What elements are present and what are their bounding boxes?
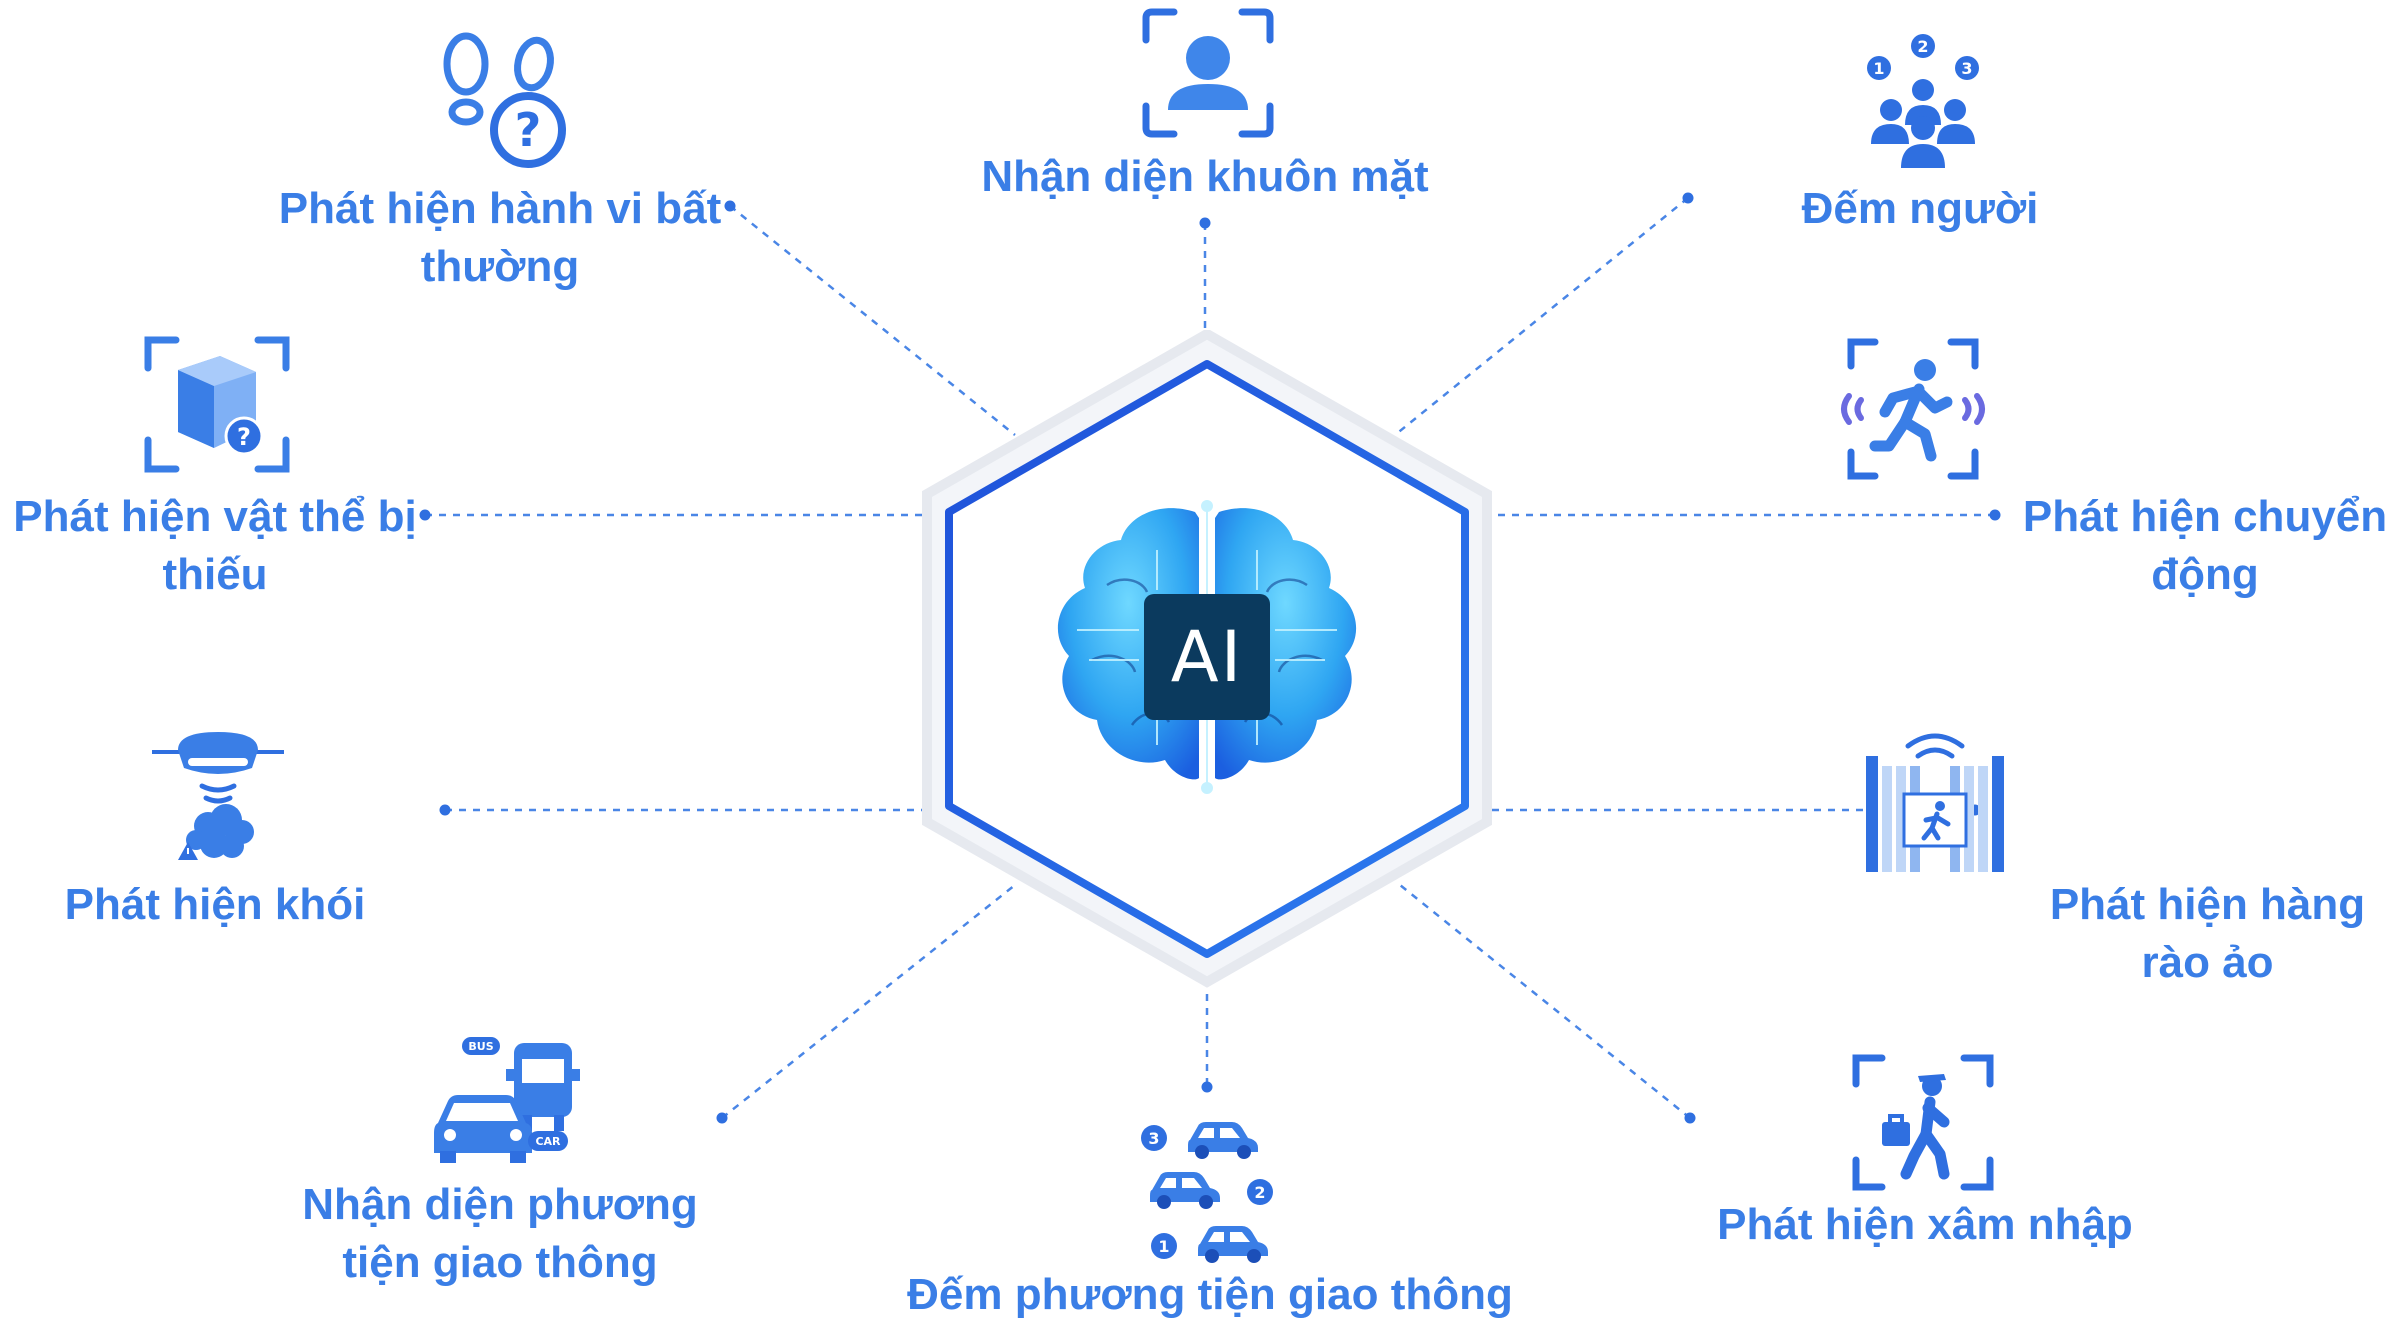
connector-dot bbox=[716, 1112, 728, 1124]
label-intrusion: Phát hiện xâm nhập bbox=[1717, 1200, 2133, 1249]
connector-dot bbox=[1989, 509, 2001, 521]
motion-detection-icon bbox=[1841, 338, 1985, 480]
intrusion-icon bbox=[1852, 1054, 1994, 1191]
vehicle-recognition-icon: BUS CAR bbox=[434, 1037, 580, 1163]
label-vehicle-count: Đếm phương tiện giao thông bbox=[907, 1270, 1513, 1319]
connector-dot bbox=[419, 509, 431, 521]
label-people-count: Đếm người bbox=[1801, 184, 2039, 233]
connector-intrusion bbox=[1399, 884, 1691, 1119]
connector-dot bbox=[724, 200, 736, 212]
label-smoke: Phát hiện khói bbox=[64, 880, 366, 929]
missing-object-icon: ? bbox=[144, 336, 290, 473]
vehicle-count-icon: 3 2 1 bbox=[1141, 1122, 1273, 1263]
car-tag: CAR bbox=[535, 1135, 561, 1148]
label-missing-object: Phát hiện vật thể bị thiếu bbox=[13, 492, 417, 599]
abnormal-behavior-icon: ? bbox=[443, 32, 566, 168]
badge-1: 1 bbox=[1158, 1237, 1169, 1256]
connector-behavior bbox=[729, 205, 1016, 436]
connector-vehicle bbox=[721, 884, 1016, 1119]
label-face-recognition: Nhận diện khuôn mặt bbox=[981, 152, 1429, 201]
bus-tag: BUS bbox=[468, 1040, 493, 1053]
people-count-icon: 1 2 3 bbox=[1867, 34, 1979, 168]
connector-dot bbox=[439, 804, 451, 816]
brain-icon bbox=[1057, 500, 1357, 794]
smoke-detector-icon bbox=[152, 732, 284, 860]
center-hexagon bbox=[922, 330, 1492, 988]
virtual-fence-icon bbox=[1866, 733, 2004, 872]
question-glyph: ? bbox=[515, 103, 542, 157]
label-motion-detection: Phát hiện chuyển động bbox=[2022, 492, 2388, 599]
ai-core-label: AI bbox=[1170, 616, 1244, 698]
badge-2: 2 bbox=[1917, 37, 1928, 56]
label-virtual-fence: Phát hiện hàng rào ảo bbox=[2049, 880, 2366, 987]
connector-people bbox=[1394, 197, 1689, 436]
question-glyph: ? bbox=[237, 423, 251, 451]
connector-dot bbox=[1201, 1081, 1213, 1093]
connector-dot bbox=[1682, 192, 1694, 204]
badge-3: 3 bbox=[1961, 59, 1972, 78]
badge-3: 3 bbox=[1148, 1129, 1159, 1148]
badge-2: 2 bbox=[1254, 1183, 1265, 1202]
label-vehicle-recognition: Nhận diện phương tiện giao thông bbox=[302, 1180, 698, 1287]
face-recognition-icon bbox=[1142, 8, 1274, 138]
connector-dot bbox=[1684, 1112, 1696, 1124]
label-abnormal-behavior: Phát hiện hành vi bất thường bbox=[278, 184, 722, 291]
connector-dot bbox=[1199, 217, 1211, 229]
badge-1: 1 bbox=[1873, 59, 1884, 78]
